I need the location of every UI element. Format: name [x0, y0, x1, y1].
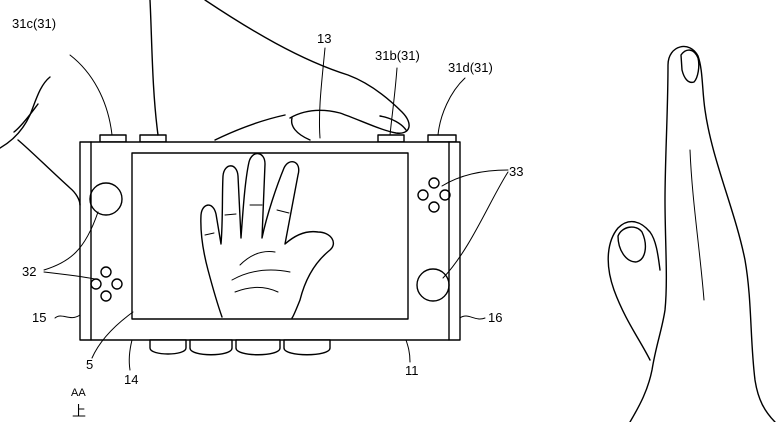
leader-31c — [69, 54, 113, 136]
left-analog-stick — [89, 182, 123, 216]
shoulder-button-31d — [427, 134, 457, 143]
raised-hand-right — [607, 45, 776, 422]
left-direction-buttons — [90, 266, 123, 302]
raised-hand-nail — [680, 49, 700, 84]
raised-hand-outline — [629, 45, 776, 422]
label-14: 14 — [124, 372, 138, 387]
left-thumb-line — [17, 139, 81, 206]
finger-under-4 — [283, 339, 331, 356]
display-screen — [131, 152, 409, 320]
leader-33b — [442, 171, 509, 279]
reference-labels: 31c(31) 13 31b(31) 31d(31) 33 32 15 16 5… — [12, 16, 523, 419]
leader-11 — [405, 339, 411, 363]
palm-crease-1 — [231, 269, 291, 281]
leader-32a — [43, 211, 99, 271]
leader-33a — [441, 169, 509, 187]
right-action-buttons — [417, 177, 451, 213]
label-33: 33 — [509, 164, 523, 179]
thumb-nail — [617, 226, 647, 263]
label-31d: 31d(31) — [448, 60, 493, 75]
fingers-under-device — [149, 339, 331, 356]
finger-under-1 — [149, 339, 187, 355]
label-5: 5 — [86, 357, 93, 372]
shoulder-button-upper-left — [139, 134, 167, 143]
label-16: 16 — [488, 310, 502, 325]
back-of-hand — [204, 0, 410, 134]
palm-underside — [214, 114, 286, 141]
left-thumb-crease — [13, 103, 39, 133]
right-analog-stick — [416, 268, 450, 302]
device-housing — [79, 134, 461, 341]
axis-label-up: 上 — [72, 403, 86, 419]
leader-14 — [128, 339, 133, 371]
left-wrist-line — [0, 76, 51, 149]
finger-under-3 — [235, 339, 281, 356]
leader-lines — [43, 47, 509, 371]
leader-31b — [389, 67, 398, 136]
leader-5 — [91, 311, 134, 359]
knuckle-line — [290, 117, 311, 141]
label-15: 15 — [32, 310, 46, 325]
finger-separation — [689, 149, 705, 301]
fingernail — [379, 115, 407, 131]
label-13: 13 — [317, 31, 331, 46]
shoulder-button-31c — [99, 134, 127, 143]
holding-hand-top — [0, 0, 410, 206]
raised-hand-thumb — [607, 221, 661, 361]
leader-15 — [54, 314, 81, 319]
leader-31d — [437, 77, 466, 136]
label-32: 32 — [22, 264, 36, 279]
palm-crease-3 — [239, 251, 276, 266]
finger-joints — [204, 204, 290, 236]
hand-on-screen — [200, 152, 335, 319]
leader-16 — [459, 315, 486, 320]
axis-label-aa: AA — [71, 387, 86, 399]
shoulder-button-31b — [377, 134, 405, 143]
hand-outline — [200, 152, 335, 319]
label-11: 11 — [405, 363, 419, 378]
finger-under-2 — [189, 339, 233, 356]
label-31c: 31c(31) — [12, 16, 56, 31]
leader-32b — [43, 271, 96, 280]
index-finger-edge — [149, 0, 159, 136]
palm-crease-2 — [234, 287, 279, 293]
leader-13 — [318, 47, 326, 139]
label-31b: 31b(31) — [375, 48, 420, 63]
